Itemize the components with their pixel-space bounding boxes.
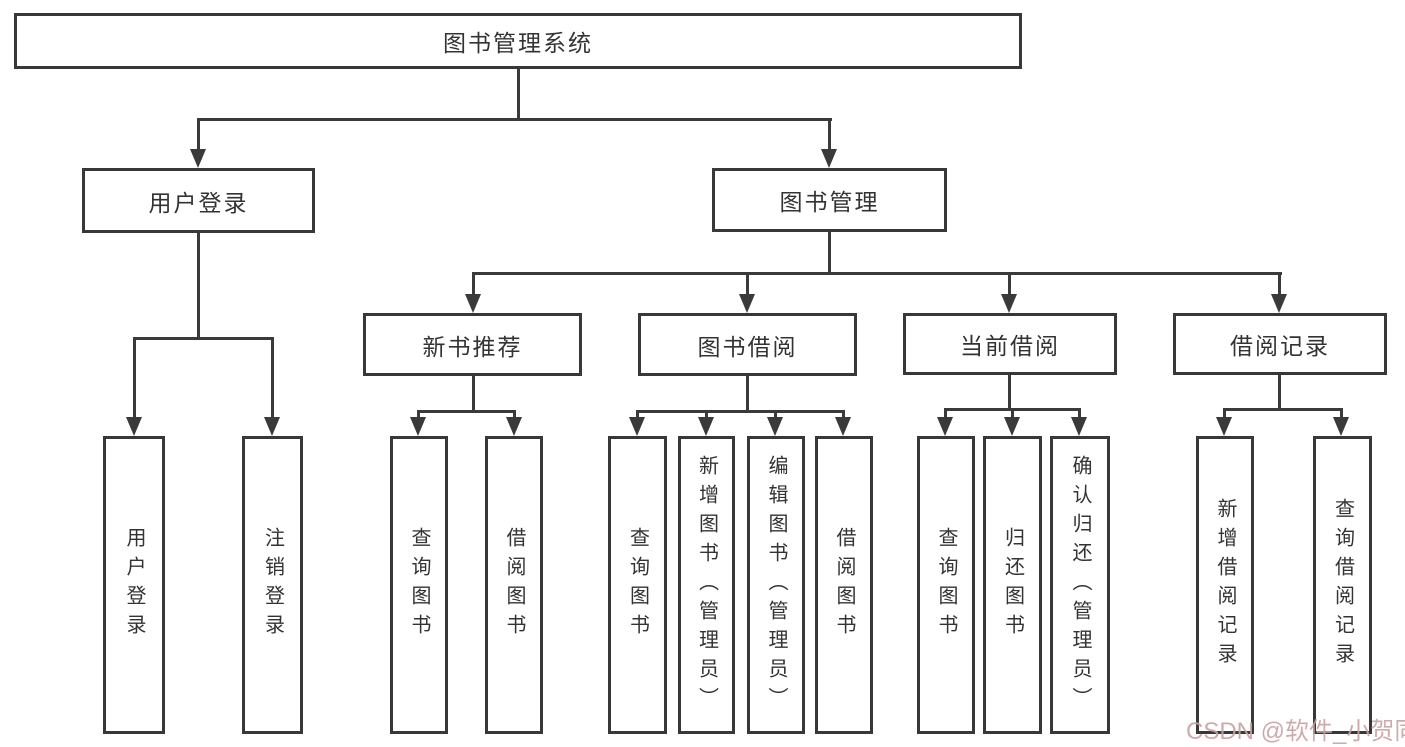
leaf-borrow-books-2: 借阅图书: [815, 436, 873, 734]
arrowhead-addbook: [698, 417, 714, 436]
leaf-add-book-admin: 新增图书（管理员）: [678, 436, 735, 734]
leaf-borrow-books-1-label: 借阅图书: [503, 527, 525, 643]
connector-records-trunk: [1278, 375, 1281, 411]
arrowhead-book-management: [821, 149, 837, 168]
connector-stem-user-login: [197, 118, 200, 152]
leaf-add-borrow-record-label: 新增借阅记录: [1214, 498, 1236, 672]
leaf-logout: 注销登录: [242, 436, 303, 734]
arrowhead-return: [1004, 417, 1020, 436]
connector-stem-add-record: [1223, 408, 1226, 420]
node-user-login-label: 用户登录: [148, 189, 249, 216]
leaf-return-book: 归还图书: [983, 436, 1042, 734]
leaf-confirm-return-admin-label: 确认归还（管理员）: [1069, 454, 1091, 716]
leaf-return-book-label: 归还图书: [1001, 527, 1024, 643]
csdn-watermark: CSDN @软件_小贺同学: [1186, 718, 1405, 745]
connector-bookmgmt-crossbar: [472, 272, 1282, 275]
node-root: 图书管理系统: [14, 13, 1022, 69]
connector-stem-query3: [944, 408, 947, 420]
connector-stem-editbook: [774, 410, 777, 420]
leaf-query-books-3: 查询图书: [917, 436, 975, 734]
connector-newbook-trunk: [472, 376, 475, 413]
connector-root-crossbar: [197, 118, 832, 121]
leaf-add-borrow-record: 新增借阅记录: [1196, 436, 1254, 734]
leaf-edit-book-admin-label: 编辑图书（管理员）: [765, 454, 787, 716]
leaf-confirm-return-admin: 确认归还（管理员）: [1050, 436, 1110, 734]
leaf-borrow-books-1: 借阅图书: [485, 436, 543, 734]
connector-borrowing-trunk: [746, 376, 749, 413]
connector-stem-addbook: [705, 410, 708, 420]
connector-stem-query1: [417, 410, 420, 420]
connector-bookmgmt-trunk: [828, 232, 831, 275]
node-new-book-recommend-label: 新书推荐: [422, 333, 523, 360]
connector-stem-confirm-return: [1078, 408, 1081, 420]
arrowhead-query2: [629, 417, 645, 436]
connector-userlogin-crossbar: [133, 337, 274, 340]
node-borrow-records-label: 借阅记录: [1230, 333, 1330, 359]
arrowhead-borrow1: [506, 417, 522, 436]
leaf-query-borrow-record: 查询借阅记录: [1313, 436, 1372, 734]
connector-stem-book-borrowing: [746, 272, 749, 295]
leaf-user-login: 用户登录: [103, 436, 165, 734]
arrowhead-leaf-user-login: [126, 417, 142, 436]
connector-stem-query-record: [1340, 408, 1343, 420]
node-book-management: 图书管理: [712, 168, 947, 232]
connector-records-crossbar: [1223, 408, 1343, 411]
connector-stem-borrow2: [842, 410, 845, 420]
connector-stem-borrow1: [513, 410, 516, 420]
arrowhead-query3: [937, 417, 953, 436]
connector-stem-borrow-records: [1278, 272, 1281, 295]
arrowhead-current-borrowing: [1001, 294, 1017, 313]
connector-stem-current-borrowing: [1008, 272, 1011, 295]
connector-userlogin-trunk: [197, 233, 200, 340]
node-current-borrowing: 当前借阅: [903, 313, 1117, 375]
node-current-borrowing-label: 当前借阅: [960, 333, 1060, 359]
leaf-user-login-label: 用户登录: [123, 527, 145, 643]
leaf-query-borrow-record-label: 查询借阅记录: [1331, 498, 1354, 672]
connector-stem-leaf-user-login: [133, 337, 136, 417]
leaf-query-books-2: 查询图书: [608, 436, 667, 734]
leaf-borrow-books-2-label: 借阅图书: [833, 527, 855, 643]
leaf-query-books-3-label: 查询图书: [935, 527, 957, 643]
arrowhead-query1: [410, 417, 426, 436]
connector-stem-leaf-logout: [271, 337, 274, 417]
connector-root-trunk: [517, 68, 520, 121]
leaf-logout-label: 注销登录: [261, 527, 284, 643]
arrowhead-borrow-records: [1271, 294, 1287, 313]
leaf-add-book-admin-label: 新增图书（管理员）: [695, 454, 718, 716]
connector-stem-book-management: [828, 118, 831, 152]
node-user-login: 用户登录: [82, 168, 315, 233]
arrowhead-editbook: [767, 417, 783, 436]
node-borrow-records: 借阅记录: [1173, 313, 1387, 375]
arrowhead-book-borrowing: [739, 294, 755, 313]
node-root-label: 图书管理系统: [443, 30, 593, 56]
connector-stem-new-book: [472, 272, 475, 295]
arrowhead-new-book: [465, 294, 481, 313]
arrowhead-borrow2: [835, 417, 851, 436]
leaf-query-books-1: 查询图书: [390, 436, 448, 734]
arrowhead-user-login: [190, 149, 206, 168]
arrowhead-leaf-logout: [264, 417, 280, 436]
arrowhead-add-record: [1216, 417, 1232, 436]
node-new-book-recommend: 新书推荐: [363, 313, 582, 376]
node-book-management-label: 图书管理: [779, 189, 880, 215]
leaf-query-books-1-label: 查询图书: [408, 527, 430, 643]
leaf-query-books-2-label: 查询图书: [626, 527, 649, 643]
arrowhead-confirm-return: [1071, 417, 1087, 436]
leaf-edit-book-admin: 编辑图书（管理员）: [747, 436, 805, 734]
node-book-borrowing: 图书借阅: [638, 313, 857, 376]
connector-stem-return: [1011, 408, 1014, 420]
node-book-borrowing-label: 图书借阅: [697, 333, 798, 360]
connector-newbook-crossbar: [417, 410, 516, 413]
connector-borrowing-crossbar: [636, 410, 845, 413]
connector-stem-query2: [636, 410, 639, 420]
arrowhead-query-record: [1333, 417, 1349, 436]
connector-current-trunk: [1008, 375, 1011, 411]
